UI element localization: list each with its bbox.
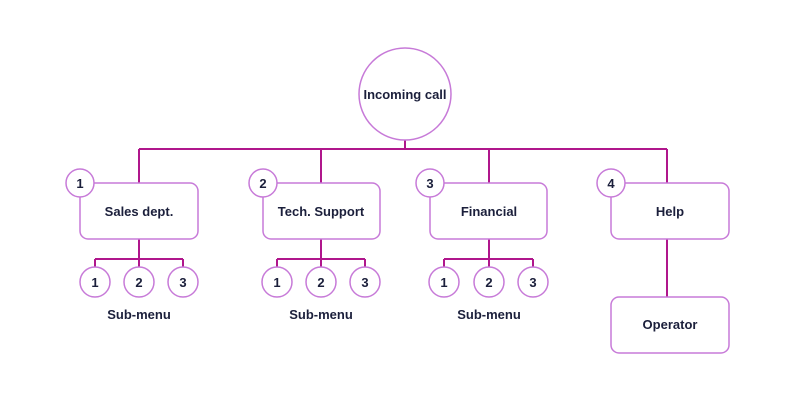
submenu-sales: 1 2 3 Sub-menu — [79, 266, 199, 322]
menu-label-tech-support: Tech. Support — [278, 204, 365, 219]
submenu-option: 2 — [485, 275, 492, 290]
submenu-tech-support: 1 2 3 Sub-menu — [261, 266, 381, 322]
submenu-option: 3 — [361, 275, 368, 290]
menu-number-4: 4 — [607, 176, 615, 191]
operator-label: Operator — [643, 317, 698, 332]
menu-number-badge-2 — [248, 168, 278, 198]
submenu-label: Sub-menu — [457, 307, 521, 322]
menu-node-help: Help 4 — [596, 168, 730, 240]
menu-number-1: 1 — [76, 176, 83, 191]
submenu-label: Sub-menu — [107, 307, 171, 322]
root-node: Incoming call — [358, 47, 452, 141]
submenu-financial: 1 2 3 Sub-menu — [428, 266, 549, 322]
menu-number-badge-1 — [65, 168, 95, 198]
submenu-option: 2 — [317, 275, 324, 290]
submenu-option: 1 — [440, 275, 447, 290]
menu-label-help: Help — [656, 204, 684, 219]
menu-label-financial: Financial — [461, 204, 517, 219]
connectors — [94, 140, 668, 297]
menu-number-badge-3 — [415, 168, 445, 198]
submenu-option: 3 — [179, 275, 186, 290]
menu-number-3: 3 — [426, 176, 433, 191]
submenu-option: 2 — [135, 275, 142, 290]
menu-number-badge-4 — [596, 168, 626, 198]
menu-number-2: 2 — [259, 176, 266, 191]
submenu-option: 1 — [273, 275, 280, 290]
menu-node-tech-support: Tech. Support 2 — [248, 168, 381, 240]
root-label: Incoming call — [363, 87, 446, 102]
submenu-option: 3 — [529, 275, 536, 290]
menu-node-financial: Financial 3 — [415, 168, 548, 240]
submenu-label: Sub-menu — [289, 307, 353, 322]
menu-label-sales: Sales dept. — [105, 204, 174, 219]
menu-node-sales: Sales dept. 1 — [65, 168, 199, 240]
submenu-option: 1 — [91, 275, 98, 290]
operator-node: Operator — [610, 296, 730, 354]
